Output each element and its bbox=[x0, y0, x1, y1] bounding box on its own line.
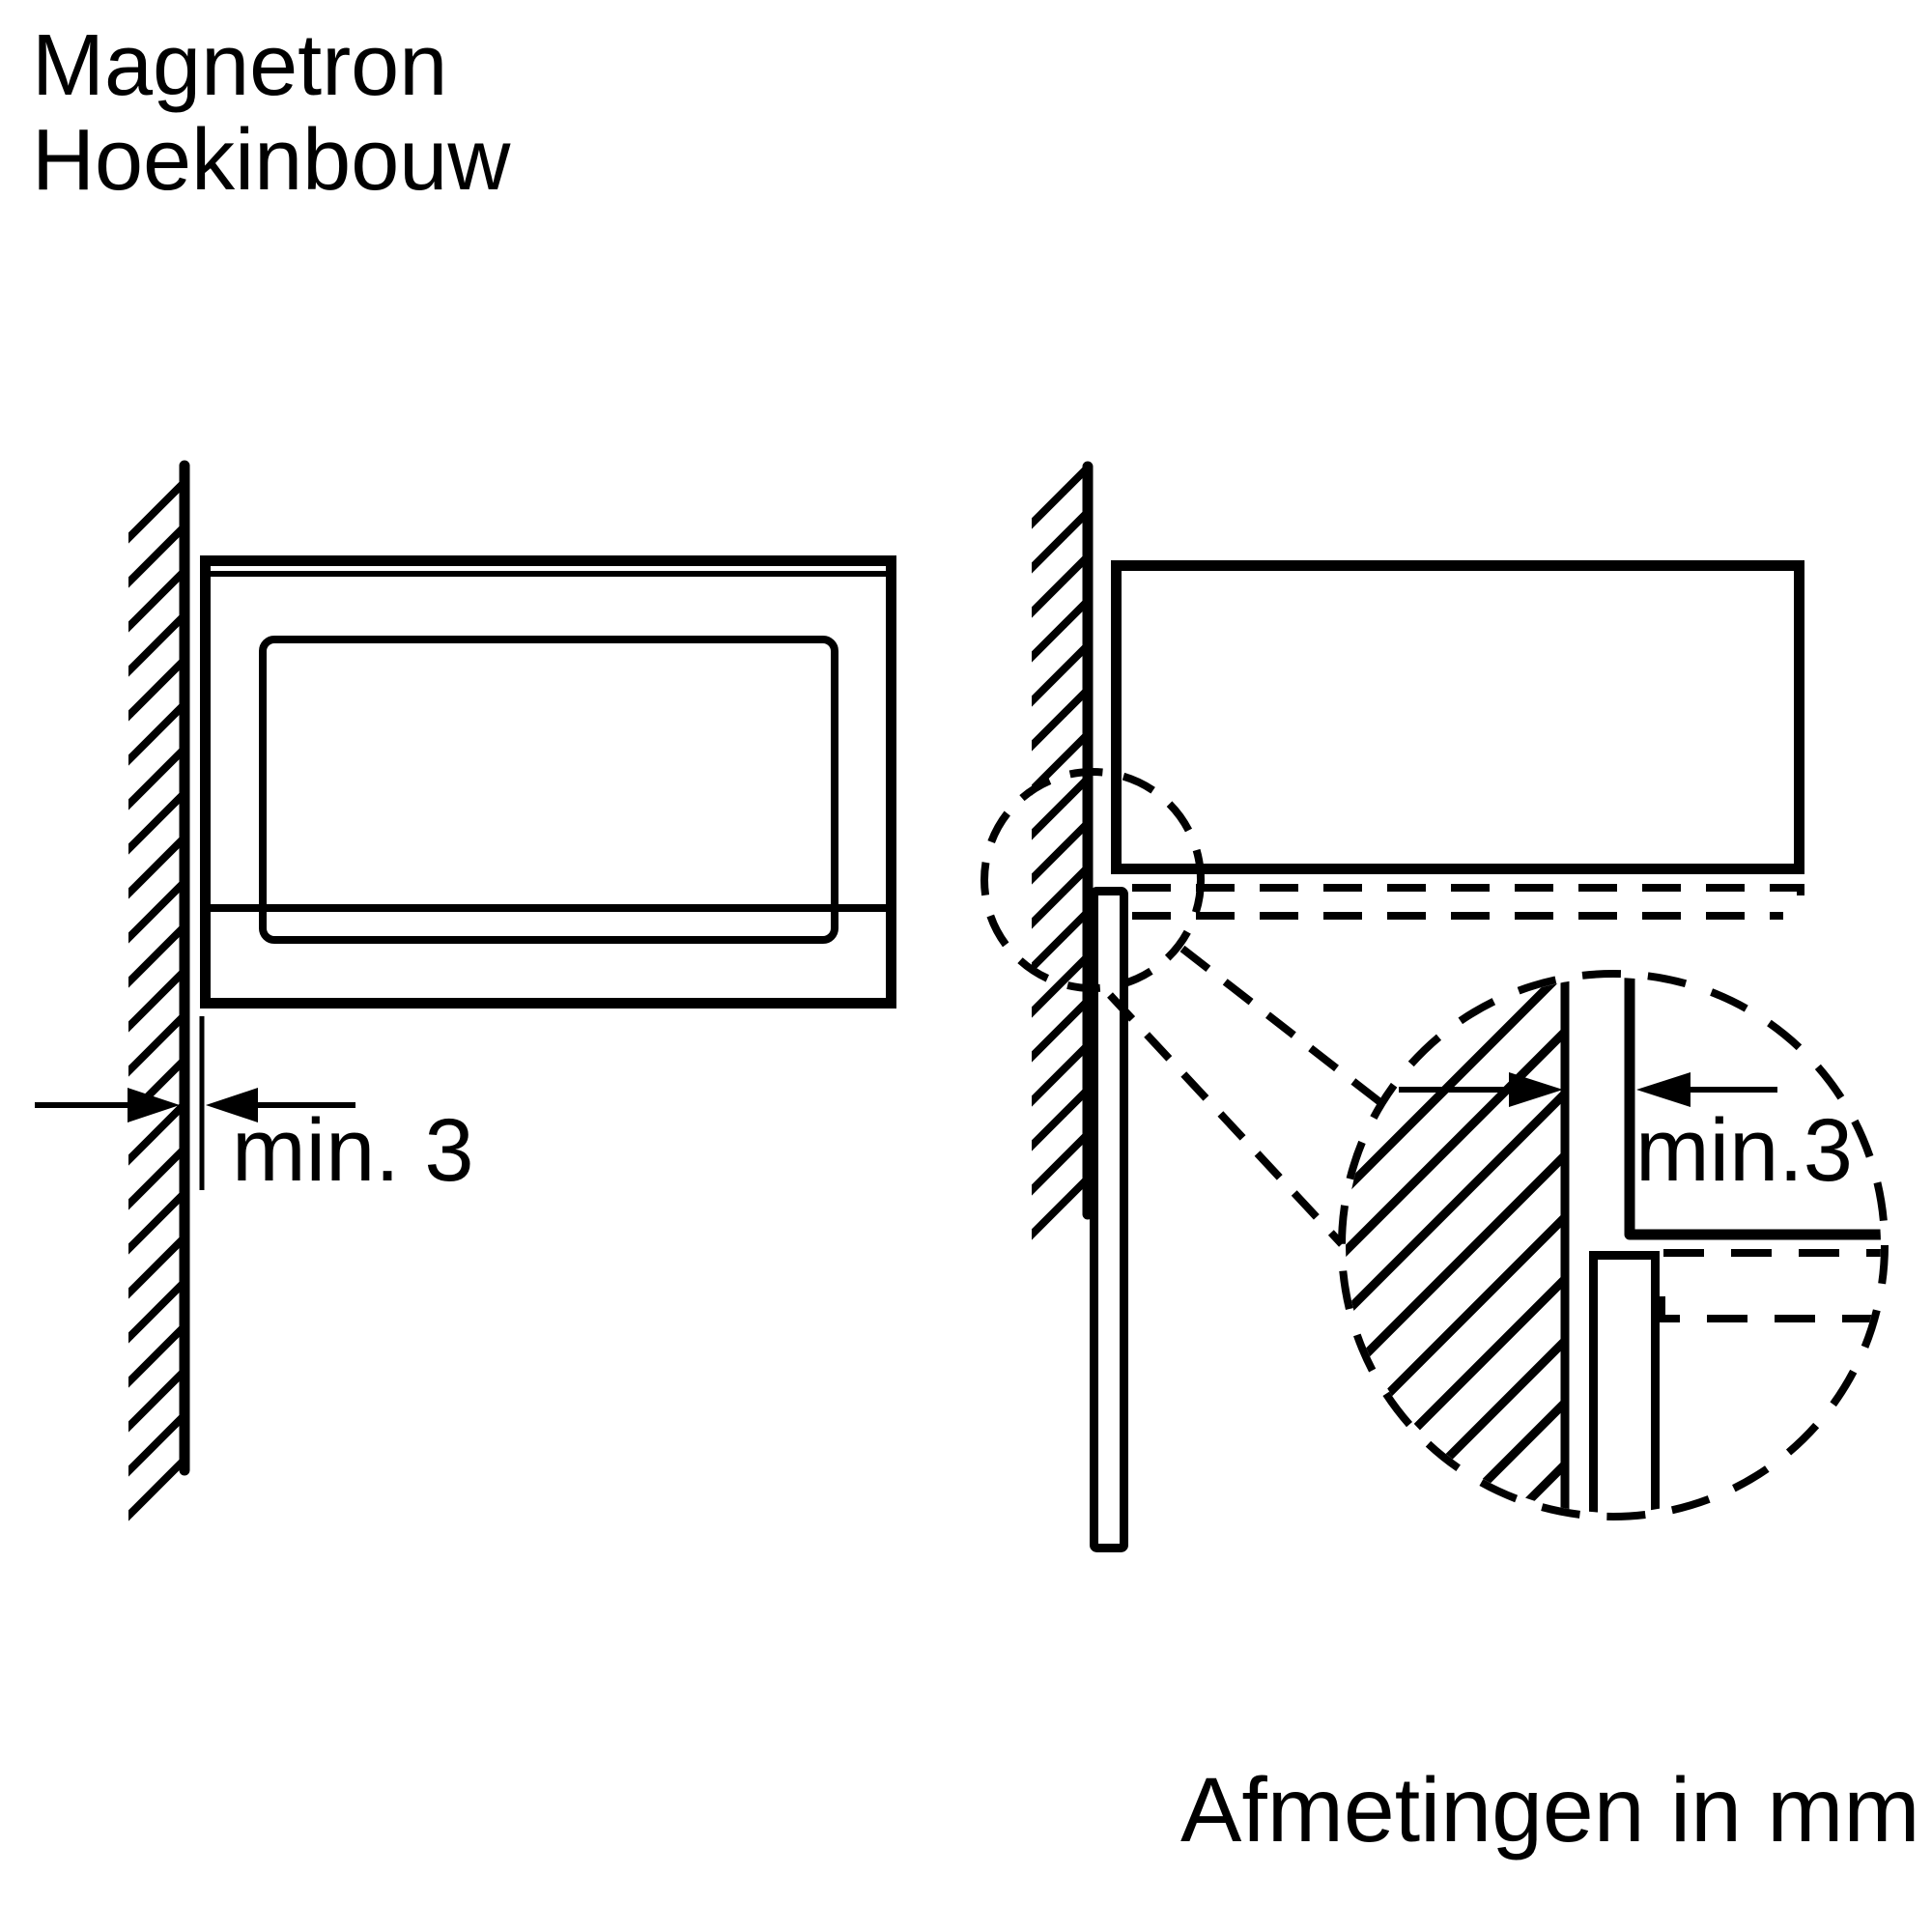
detail-circle bbox=[1338, 970, 1889, 1520]
furniture-panel bbox=[1090, 887, 1128, 1552]
front-view: min. 3 bbox=[35, 460, 896, 1523]
microwave-side-outline bbox=[1111, 560, 1804, 874]
title-line-1: Magnetron bbox=[32, 17, 447, 114]
shelf-top-dashed-line bbox=[1132, 884, 1804, 909]
microwave-front-outline bbox=[200, 555, 896, 1009]
arrow-left-icon bbox=[206, 1088, 258, 1122]
detail-microwave-corner bbox=[1624, 978, 1881, 1240]
detail-shelf-bottom-dashed-line bbox=[1658, 1296, 1876, 1322]
side-view bbox=[980, 461, 1804, 1552]
detail-view: min.3 bbox=[1338, 970, 1889, 1520]
arrow-right-icon bbox=[128, 1088, 180, 1122]
wall-hatch-band bbox=[1032, 467, 1083, 1263]
detail-connector-line-upper bbox=[1179, 945, 1384, 1107]
detail-callout-circle-small bbox=[980, 768, 1205, 992]
detail-wall-hatch bbox=[1346, 978, 1561, 1513]
arrow-right-icon bbox=[1509, 1072, 1563, 1107]
units-note: Afmetingen in mm bbox=[1180, 1759, 1920, 1861]
detail-clearance-dimension: min.3 bbox=[1399, 1072, 1853, 1200]
detail-connector-line-lower bbox=[1107, 992, 1345, 1247]
title-line-2: Hoekinbouw bbox=[32, 112, 511, 209]
clearance-dimension: min. 3 bbox=[35, 1088, 474, 1200]
arrow-left-icon bbox=[1636, 1072, 1690, 1107]
wall-hatch-band bbox=[128, 466, 185, 1523]
drawing-title: Magnetron Hoekinbouw bbox=[32, 17, 511, 209]
detail-clearance-label: min.3 bbox=[1635, 1101, 1853, 1200]
front-clearance-label: min. 3 bbox=[232, 1101, 474, 1200]
microwave-door-window bbox=[259, 636, 838, 944]
detail-furniture-panel bbox=[1589, 1251, 1660, 1513]
